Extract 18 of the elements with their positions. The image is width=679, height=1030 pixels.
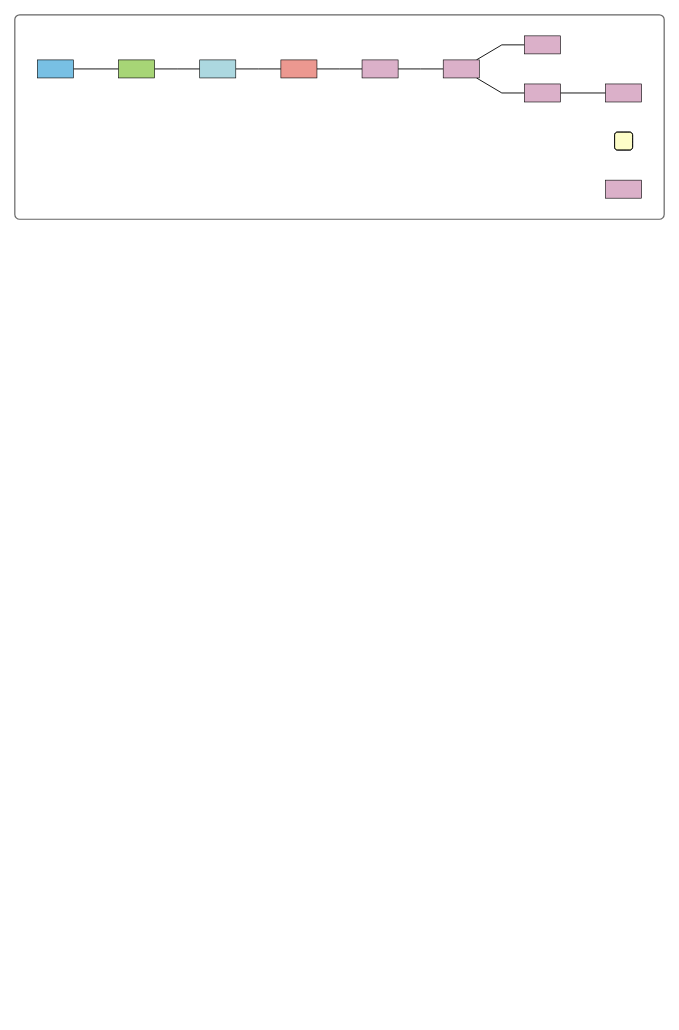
- connector: [397, 68, 444, 70]
- connector: [476, 44, 525, 61]
- node-box: [361, 59, 399, 79]
- node-box: [605, 83, 642, 103]
- node-box: [118, 59, 155, 79]
- connector: [154, 68, 201, 70]
- node-box: [199, 59, 237, 79]
- node-box: [524, 83, 561, 103]
- connector: [235, 68, 282, 70]
- connector: [476, 77, 525, 94]
- connector: [73, 68, 119, 70]
- cluster: [14, 14, 665, 220]
- node-box: [37, 59, 74, 79]
- node-box: [605, 179, 642, 199]
- node-box: [442, 59, 480, 79]
- node-box: [280, 59, 318, 79]
- connector: [560, 92, 606, 94]
- node-box: [524, 35, 561, 55]
